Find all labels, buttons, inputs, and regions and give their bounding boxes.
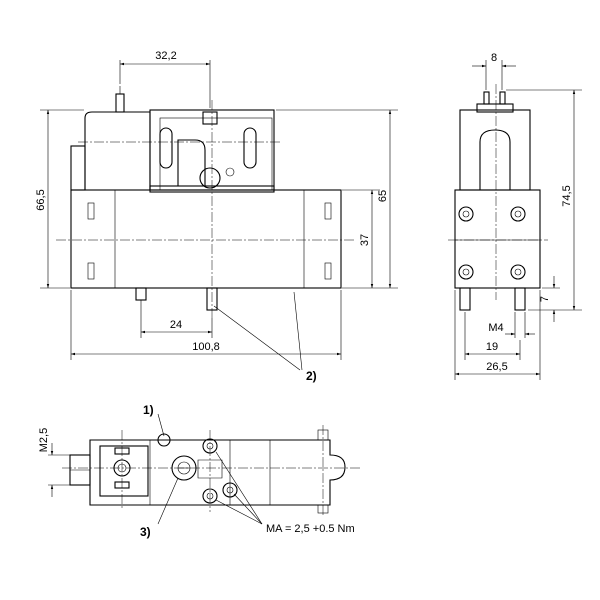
- dim-front-body-height: 37: [359, 234, 371, 246]
- dim-front-pin-offset: 24: [170, 319, 182, 331]
- front-coil-pin: [115, 93, 125, 113]
- side-body: [454, 189, 541, 289]
- torque-note: MA = 2,5 +0.5 Nm: [266, 523, 355, 535]
- dim-side-width: 26,5: [486, 361, 507, 373]
- callout-3: 3): [140, 525, 151, 539]
- dim-front-top-width: 32,2: [155, 50, 176, 62]
- dim-side-pin-height: 7: [539, 296, 551, 302]
- dim-front-height-right: 65: [377, 190, 389, 202]
- front-bottom-pin-left: [135, 287, 147, 301]
- dim-side-height: 74,5: [561, 185, 573, 206]
- dim-front-length: 100,8: [192, 341, 220, 353]
- callout-1: 1): [143, 403, 154, 417]
- dim-front-height-total: 66,5: [35, 189, 47, 210]
- dim-side-top-width: 8: [491, 52, 497, 64]
- side-view: 8 74,5 7 M4 19 26,5: [448, 52, 582, 380]
- side-pin-left: [459, 287, 471, 311]
- front-solenoid-coil: [84, 111, 151, 191]
- side-solenoid-coil: [459, 109, 531, 191]
- top-view: M2,5 1) 3) MA = 2,5 +0.5 Nm: [38, 403, 360, 539]
- dim-side-thread: M4: [488, 322, 503, 334]
- side-pin-right: [514, 287, 526, 311]
- top-coil-plate: [99, 445, 149, 497]
- callout-2: 2): [306, 369, 317, 383]
- dim-side-pin-spacing: 19: [486, 341, 498, 353]
- front-body: [70, 189, 342, 289]
- top-body-outline: [89, 439, 346, 506]
- dim-top-thread: M2,5: [38, 428, 50, 452]
- front-view: 32,2 66,5 65 37 24 100,8 2): [35, 50, 398, 383]
